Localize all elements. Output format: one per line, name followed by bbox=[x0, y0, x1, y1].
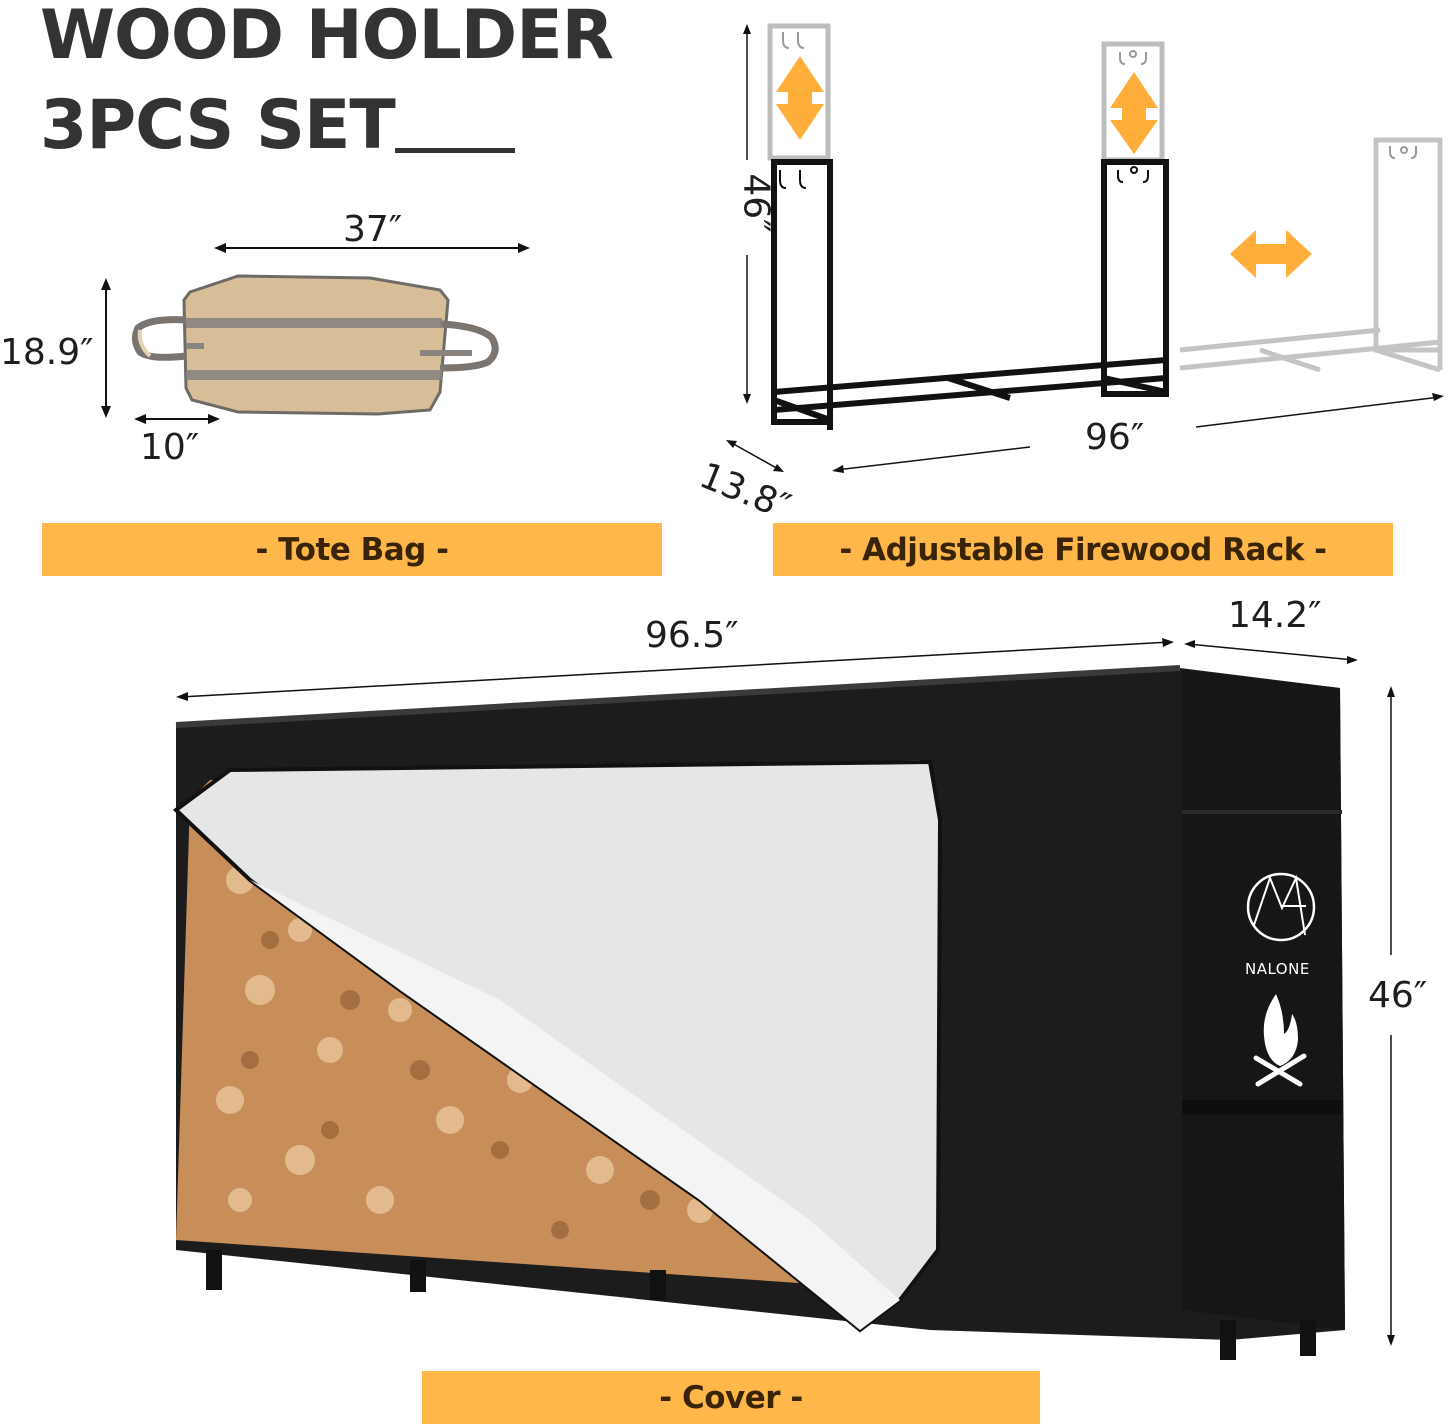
cover-label-band: - Cover - bbox=[422, 1371, 1040, 1424]
cover-depth-label: 14.2″ bbox=[1228, 595, 1322, 636]
title-underline bbox=[395, 148, 515, 153]
rack-label-band: - Adjustable Firewood Rack - bbox=[773, 523, 1393, 576]
brand-name: NALONE bbox=[1245, 960, 1310, 978]
campfire-icon bbox=[1253, 994, 1307, 1087]
rack-label: - Adjustable Firewood Rack - bbox=[839, 531, 1327, 568]
cover-image bbox=[172, 665, 1345, 1360]
tote-height-label: 18.9″ bbox=[0, 332, 94, 373]
tote-width-label: 37″ bbox=[343, 209, 403, 250]
title-line-2: 3PCS SET bbox=[40, 86, 396, 165]
tote-bag-label-band: - Tote Bag - bbox=[42, 523, 662, 576]
tote-handle-arrow-icon bbox=[134, 414, 220, 424]
cover-length-label: 96.5″ bbox=[645, 615, 739, 656]
tote-bag-image bbox=[131, 274, 499, 416]
rack-length-label: 96″ bbox=[1085, 417, 1145, 458]
tote-handle-label: 10″ bbox=[140, 427, 200, 468]
cover-height-label: 46″ bbox=[1368, 975, 1428, 1016]
rack-height-label: 46″ bbox=[735, 173, 777, 233]
cover-label: - Cover - bbox=[659, 1379, 803, 1416]
rack-image bbox=[726, 23, 1444, 473]
cover-dimension-arrows-icon bbox=[176, 638, 1395, 1346]
tote-height-arrow-icon bbox=[101, 278, 111, 418]
title-line-1: WOOD HOLDER bbox=[40, 0, 614, 75]
tote-bag-label: - Tote Bag - bbox=[255, 531, 449, 568]
tote-width-arrow-icon bbox=[214, 243, 530, 253]
rack-height-arrow-icon bbox=[743, 24, 751, 404]
brand-logo-icon bbox=[1246, 872, 1316, 942]
